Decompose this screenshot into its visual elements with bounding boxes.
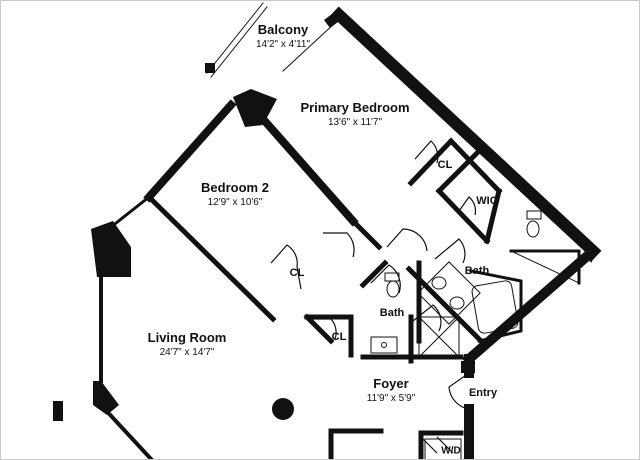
room-bedroom2-dims: 12'9" x 10'6"	[207, 196, 263, 208]
label-closet-bedroom2: CL	[289, 267, 305, 279]
door-wic	[458, 196, 477, 216]
balcony-railing-east	[282, 22, 336, 72]
door-bed2-closet-b	[296, 266, 302, 290]
wall-hallbath-north	[359, 259, 389, 289]
room-living-room: Living Room 24'7" x 14'7"	[147, 330, 227, 358]
room-balcony-name: Balcony	[257, 22, 309, 37]
wall-block-balcony	[233, 89, 277, 127]
wall-hall-cl-diag	[303, 313, 335, 345]
column-living	[272, 398, 294, 420]
wall-bed2-south	[145, 193, 277, 323]
wall-hall-cl	[304, 314, 354, 358]
door-entry	[448, 372, 470, 410]
room-balcony-dims: 14'2" x 4'11"	[255, 38, 311, 50]
sink-primary-a	[431, 276, 447, 290]
shower-hall	[418, 316, 460, 358]
sink-hall	[381, 342, 387, 348]
wall-east-lower	[461, 243, 601, 367]
label-bath-primary: Bath	[464, 265, 490, 277]
toilet-primary	[526, 220, 540, 238]
door-hallbath	[370, 264, 401, 294]
wall-block-entry	[461, 361, 475, 373]
sink-primary-b	[449, 296, 465, 310]
wall-primary-bed2	[257, 113, 359, 227]
balcony-railing	[206, 2, 268, 78]
door-bed2-closet-a	[270, 244, 298, 268]
door-hall-a	[386, 228, 428, 252]
label-closet-primary: CL	[437, 159, 453, 171]
wall-block-balcony-post	[205, 63, 215, 73]
room-foyer: Foyer 11'9" x 5'9"	[366, 376, 416, 404]
label-wic: WIC	[476, 195, 498, 207]
room-bedroom2-name: Bedroom 2	[201, 180, 269, 195]
toilet-hall	[386, 280, 400, 298]
vanity-primary	[417, 261, 481, 325]
wall-primary-west	[324, 8, 346, 28]
wall-primary-closet	[407, 137, 503, 195]
room-primary-dims: 13'6" x 11'7"	[327, 116, 383, 128]
label-closet-hall: CL	[331, 331, 347, 343]
label-washer-dryer: W/D	[441, 445, 461, 457]
room-living-name: Living Room	[147, 330, 227, 345]
wall-block-sw-post	[53, 401, 63, 421]
door-bed2	[323, 232, 355, 258]
door-primary-closet	[414, 140, 439, 164]
wall-wic-lower	[435, 187, 491, 245]
wall-block-east-corner	[581, 245, 597, 263]
tank-hall	[384, 272, 400, 282]
label-entry: Entry	[468, 387, 498, 399]
door-bath	[434, 238, 466, 264]
wall-bath-tub	[469, 269, 523, 343]
shower-hall-x	[418, 316, 460, 358]
wall-block-living-nw	[91, 221, 131, 277]
wall-living-sw	[98, 402, 154, 459]
wall-lower-left	[328, 428, 384, 459]
vanity-hall	[370, 336, 398, 354]
room-bedroom-2: Bedroom 2 12'9" x 10'6"	[201, 180, 269, 208]
wall-wic-bath	[483, 187, 503, 245]
room-foyer-dims: 11'9" x 5'9"	[366, 392, 416, 404]
door-wd	[420, 436, 454, 454]
wall-shower	[509, 249, 581, 285]
wall-block-living-sw	[93, 381, 119, 415]
tub	[471, 280, 519, 334]
wall-shower-diag	[510, 250, 580, 284]
door-hall-closet	[311, 318, 337, 340]
wall-wic-divider	[435, 147, 483, 195]
room-living-dims: 24'7" x 14'7"	[159, 346, 215, 358]
room-primary-name: Primary Bedroom	[300, 100, 410, 115]
room-foyer-name: Foyer	[373, 376, 409, 391]
wd-unit	[424, 438, 462, 459]
room-primary-bedroom: Primary Bedroom 13'6" x 11'7"	[300, 100, 410, 128]
room-balcony: Balcony 14'2" x 4'11"	[255, 22, 311, 50]
tank-primary	[526, 210, 542, 220]
wall-window-nw	[147, 103, 233, 199]
label-bath-hall: Bath	[379, 307, 405, 319]
wall-living-nw	[108, 194, 152, 230]
wall-northeast	[330, 6, 602, 260]
wall-hall-diag	[349, 217, 383, 251]
